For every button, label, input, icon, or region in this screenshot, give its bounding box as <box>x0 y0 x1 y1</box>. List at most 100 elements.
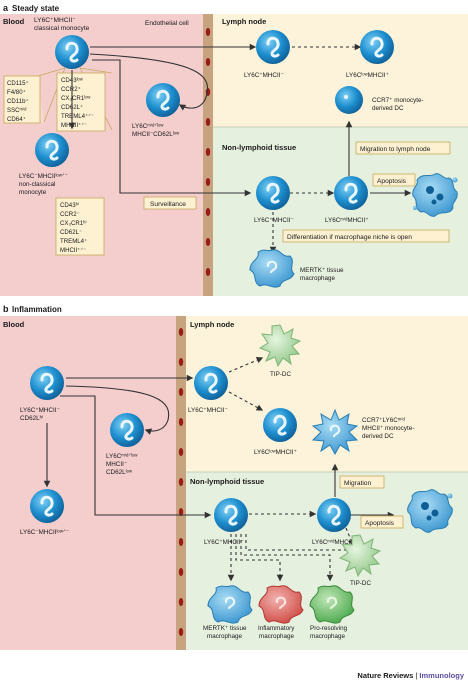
nonclassical-label-3: monocyte <box>19 189 47 196</box>
tipdc-cell-ln <box>258 324 302 368</box>
apoptosis-box-b <box>360 515 404 529</box>
apoptotic-cell-a <box>412 173 458 217</box>
ccr7-dc-b-label-2: MHCII⁺ monocyte- <box>362 425 414 432</box>
blood-intermediate-label-2: MHCII⁻ <box>106 461 127 468</box>
tipdc-cell-tissue <box>338 534 382 578</box>
panel-a-title: Steady state <box>12 4 60 13</box>
inflammatory-macrophage-cell <box>258 585 304 624</box>
marker-nonclassical-1: CD43ʰⁱ <box>60 201 79 209</box>
ln-lowmhc-label-a: LY6CˡᵒʷMHCII⁺ <box>346 72 389 79</box>
proresolving-macrophage-cell <box>309 585 355 624</box>
migration-label-a: Migration to lymph node <box>360 146 431 153</box>
differentiation-box <box>282 229 450 243</box>
surveillance-box <box>143 196 197 210</box>
credit-source: Nature Reviews <box>357 671 413 680</box>
ccr7-dc-cell-a <box>335 86 363 114</box>
tipdc-label-tissue: TIP-DC <box>350 580 371 587</box>
inflammatory-macrophage-label-2: macrophage <box>259 633 295 640</box>
tissue-mid-label-b: LY6CᵐⁱᵈMHCII⁺ <box>312 538 356 546</box>
ln-classical-cell-a <box>254 28 292 66</box>
tissue-classical-cell-a <box>254 174 292 212</box>
differentiation-label: Differentiation if macrophage niche is o… <box>287 234 412 241</box>
tissue-mid-cell-b <box>315 496 353 534</box>
ccr7-dc-b-label-1: CCR7⁺LY6Cᵐⁱᵈ <box>362 416 405 424</box>
apoptotic-cell-b <box>407 489 453 533</box>
tissue-label-b: Non-lymphoid tissue <box>190 477 264 486</box>
marker-nonclassical-4: CD62L⁻ <box>60 229 82 236</box>
credit-journal: Immunology <box>419 671 464 680</box>
apoptosis-label-a: Apoptosis <box>377 178 407 185</box>
blood-classical-cell-b <box>28 364 66 402</box>
intermediate-monocyte-cell <box>144 81 182 119</box>
marker-common-3: CD11b⁺ <box>7 98 29 105</box>
nonclassical-label-2: non-classical <box>19 181 55 188</box>
marker-classical-6: MHCII⁺ᐟ⁻ <box>61 122 87 129</box>
tissue-mid-cell-a <box>332 174 370 212</box>
blood-intermediate-label-3: CD62Lˡᵒʷ <box>106 469 133 476</box>
blood-classical-label-2: CD62Lʰⁱ <box>20 414 43 422</box>
tissue-macrophage-label-2: macrophage <box>300 275 336 282</box>
endothelial-cell-label: Endothelial cell <box>145 20 189 27</box>
blood-intermediate-cell-b <box>108 411 146 449</box>
classical-monocyte-cell <box>53 33 91 71</box>
nonclassical-label-1: LY6C⁻MHCIIˡᵒʷᐟ⁻ <box>19 173 68 180</box>
blood-label-b: Blood <box>3 320 25 329</box>
surveillance-label: Surveillance <box>150 201 186 208</box>
lymph-node-label-b: Lymph node <box>190 320 234 329</box>
tissue-macrophage-label-1: MERTK⁺ tissue <box>300 267 344 274</box>
ln-classical-cell-b <box>192 364 230 402</box>
journal-credit: Nature Reviews | Immunology <box>357 671 464 680</box>
ln-classical-label-a: LY6C⁺MHCII⁻ <box>244 72 284 79</box>
apoptosis-label-b: Apoptosis <box>365 520 395 527</box>
ccr7-dc-label-1: CCR7⁺ monocyte- <box>372 97 424 104</box>
intermediate-label-1: LY6Cᵐⁱᵈᐟˡᵒʷ <box>132 122 164 130</box>
ln-classical-label-b: LY6C⁺MHCII⁻ <box>188 407 228 414</box>
apoptosis-box-a <box>372 173 416 187</box>
marker-nonclassical-2: CCR2⁻ <box>60 211 80 218</box>
blood-region-b <box>0 316 176 650</box>
ln-lowmhc-cell-b <box>261 406 299 444</box>
marker-common-2: F4/80⁺ <box>7 89 26 96</box>
classical-monocyte-label-2: classical monocyte <box>34 25 90 32</box>
tissue-classical-label-b: LY6C⁺MHCII⁻ <box>204 539 244 546</box>
blood-label-a: Blood <box>3 17 25 26</box>
nonclassical-markers-box <box>55 197 105 256</box>
tissue-classical-label-a: LY6C⁺MHCII⁻ <box>254 217 294 224</box>
tissue-macrophage-b-label-1: MERTK⁺ tissue <box>203 625 247 632</box>
marker-common-5: CD64⁺ <box>7 116 26 123</box>
marker-nonclassical-3: CX₃CR1ʰⁱ <box>60 219 87 227</box>
tipdc-label-ln: TIP-DC <box>270 371 291 378</box>
credit-separator: | <box>413 671 419 680</box>
marker-classical-5: TREML4⁺ᐟ⁻ <box>61 113 94 120</box>
tissue-mid-label-a: LY6CᵐⁱᵈMHCII⁺ <box>325 216 369 224</box>
classical-markers-box <box>56 72 106 132</box>
tissue-macrophage-b-label-2: macrophage <box>207 633 243 640</box>
common-markers-box <box>3 75 41 124</box>
marker-nonclassical-6: MHCII⁺ᐟ⁻ <box>60 247 86 254</box>
tissue-classical-cell-b <box>212 496 250 534</box>
marker-classical-3: CX₃CR1ˡᵒʷ <box>61 95 90 102</box>
ccr7-dc-label-2: derived DC <box>372 105 404 112</box>
proresolving-macrophage-label-2: macrophage <box>310 633 346 640</box>
inflammatory-macrophage-label-1: Inflammatory <box>258 625 295 632</box>
migration-label-b: Migration <box>344 480 371 487</box>
nonclassical-monocyte-cell <box>33 131 71 169</box>
lymph-node-region-a <box>203 14 468 127</box>
blood-nonclassical-label: LY6C⁻MHCIIˡᵒʷᐟ⁻ <box>20 529 69 536</box>
migration-box-b <box>339 475 385 489</box>
marker-common-4: SSCᵐⁱᵈ <box>7 106 27 114</box>
tissue-macrophage-cell-a <box>249 249 295 288</box>
lymph-node-label-a: Lymph node <box>222 17 266 26</box>
ln-lowmhc-cell-a <box>358 28 396 66</box>
proresolving-macrophage-label-1: Pro-resolving <box>310 625 348 632</box>
panel-a-label: a <box>3 3 9 13</box>
blood-classical-label-1: LY6C⁺MHCII⁻ <box>20 407 60 414</box>
ln-lowmhc-label-b: LY6CˡᵒʷMHCII⁺ <box>254 449 297 456</box>
migration-box-a <box>355 141 451 155</box>
classical-monocyte-label-1: LY6C⁺MHCII⁻ <box>34 17 76 24</box>
marker-nonclassical-5: TREML4⁺ <box>60 238 87 245</box>
blood-intermediate-label-1: LY6Cᵐⁱᵈᐟˡᵒʷ <box>106 452 138 460</box>
panel-b-label: b <box>3 304 9 314</box>
marker-classical-2: CCR2⁺ <box>61 86 81 93</box>
